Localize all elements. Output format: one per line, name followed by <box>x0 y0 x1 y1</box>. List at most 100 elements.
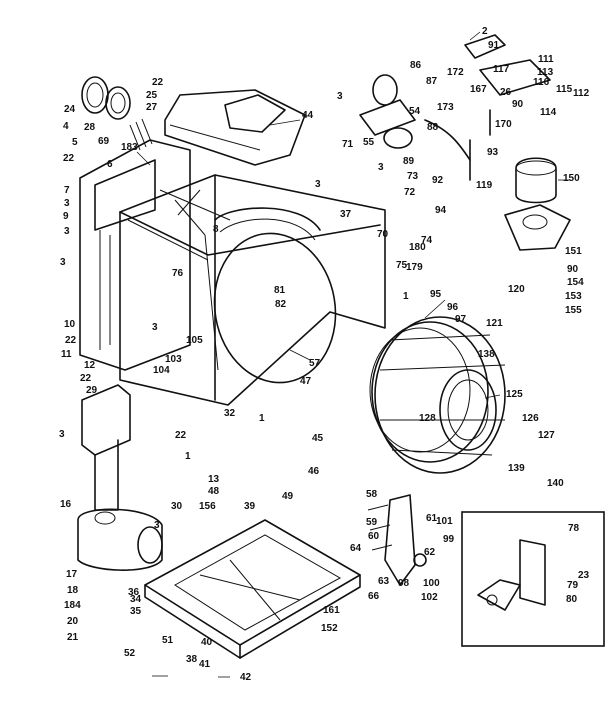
callout-127: 127 <box>538 430 555 441</box>
callout-80: 80 <box>566 594 578 605</box>
callout-71: 71 <box>342 139 354 150</box>
idler-assembly <box>367 494 427 586</box>
callout-37: 37 <box>340 209 352 220</box>
callout-102: 102 <box>421 592 438 603</box>
callout-152: 152 <box>321 623 338 634</box>
callout-30: 30 <box>171 501 183 512</box>
callout-161: 161 <box>323 605 340 616</box>
callout-3: 3 <box>378 162 384 173</box>
front-bulkhead <box>79 139 191 371</box>
callout-88: 88 <box>427 122 439 133</box>
callout-62: 62 <box>424 547 436 558</box>
callout-66: 66 <box>368 591 380 602</box>
callout-115: 115 <box>556 84 573 95</box>
callout-117: 117 <box>493 64 510 75</box>
callout-22: 22 <box>80 373 92 384</box>
callout-76: 76 <box>172 268 184 279</box>
callout-3: 3 <box>337 91 343 102</box>
callout-89: 89 <box>403 156 415 167</box>
callout-10: 10 <box>64 319 76 330</box>
top-panel <box>164 89 306 166</box>
callout-79: 79 <box>567 580 579 591</box>
callout-155: 155 <box>565 305 582 316</box>
callout-22: 22 <box>65 335 77 346</box>
callout-61: 61 <box>426 513 438 524</box>
callout-8: 8 <box>213 224 219 235</box>
callout-11: 11 <box>61 349 72 360</box>
callout-32: 32 <box>224 408 236 419</box>
callout-2: 2 <box>482 26 488 37</box>
callout-64: 64 <box>350 543 362 554</box>
leader-lines <box>136 31 570 678</box>
exhaust-duct <box>77 384 163 571</box>
base-pan <box>144 519 361 659</box>
callout-140: 140 <box>547 478 564 489</box>
callout-167: 167 <box>470 84 487 95</box>
callout-173: 173 <box>437 102 454 113</box>
callout-55: 55 <box>363 137 375 148</box>
callout-99: 99 <box>443 534 455 545</box>
callout-39: 39 <box>244 501 256 512</box>
callout-3: 3 <box>59 429 65 440</box>
valve-assembly <box>464 34 551 181</box>
callout-22: 22 <box>63 153 75 164</box>
callout-57: 57 <box>309 358 321 369</box>
rear-drum-bulkhead <box>369 316 506 474</box>
callout-153: 153 <box>565 291 582 302</box>
callout-179: 179 <box>406 262 423 273</box>
inset-detail <box>461 511 605 647</box>
callout-112: 112 <box>573 88 590 99</box>
callout-17: 17 <box>66 569 78 580</box>
callout-21: 21 <box>67 632 79 643</box>
callout-90: 90 <box>567 264 579 275</box>
callout-7: 7 <box>64 185 70 196</box>
callout-3: 3 <box>64 226 70 237</box>
callout-9: 9 <box>63 211 69 222</box>
callout-156: 156 <box>199 501 216 512</box>
callout-72: 72 <box>404 187 416 198</box>
callout-23: 23 <box>578 570 590 581</box>
callout-1: 1 <box>185 451 191 462</box>
callout-3: 3 <box>64 198 70 209</box>
callout-52: 52 <box>124 648 136 659</box>
callout-172: 172 <box>447 67 464 78</box>
callout-29: 29 <box>86 385 98 396</box>
blower-housing <box>504 157 571 251</box>
callout-184: 184 <box>64 600 81 611</box>
callout-27: 27 <box>146 102 158 113</box>
callout-45: 45 <box>312 433 324 444</box>
motor-assembly <box>359 74 471 161</box>
callout-49: 49 <box>282 491 294 502</box>
callout-26: 26 <box>500 87 512 98</box>
callout-74: 74 <box>421 235 433 246</box>
callout-42: 42 <box>240 672 252 683</box>
callout-126: 126 <box>522 413 539 424</box>
callout-13: 13 <box>208 474 220 485</box>
callout-92: 92 <box>432 175 444 186</box>
callout-116: 116 <box>533 77 550 88</box>
callout-151: 151 <box>565 246 582 257</box>
callout-34: 34 <box>130 594 142 605</box>
callout-6: 6 <box>107 159 113 170</box>
callout-111: 111 <box>538 54 554 65</box>
callout-60: 60 <box>368 531 380 542</box>
callout-138: 138 <box>478 349 495 360</box>
callout-22: 22 <box>175 430 187 441</box>
callout-41: 41 <box>199 659 211 670</box>
callout-113: 113 <box>537 67 554 78</box>
callout-24: 24 <box>64 104 76 115</box>
callout-120: 120 <box>508 284 525 295</box>
callout-44: 44 <box>302 110 314 121</box>
callout-3: 3 <box>315 179 321 190</box>
callout-81: 81 <box>274 285 286 296</box>
callout-36: 36 <box>128 587 140 598</box>
callout-12: 12 <box>84 360 96 371</box>
callout-100: 100 <box>423 578 440 589</box>
callout-121: 121 <box>486 318 503 329</box>
callout-96: 96 <box>447 302 459 313</box>
callout-103: 103 <box>165 354 182 365</box>
callout-28: 28 <box>84 122 96 133</box>
callout-16: 16 <box>60 499 72 510</box>
callout-170: 170 <box>495 119 512 130</box>
